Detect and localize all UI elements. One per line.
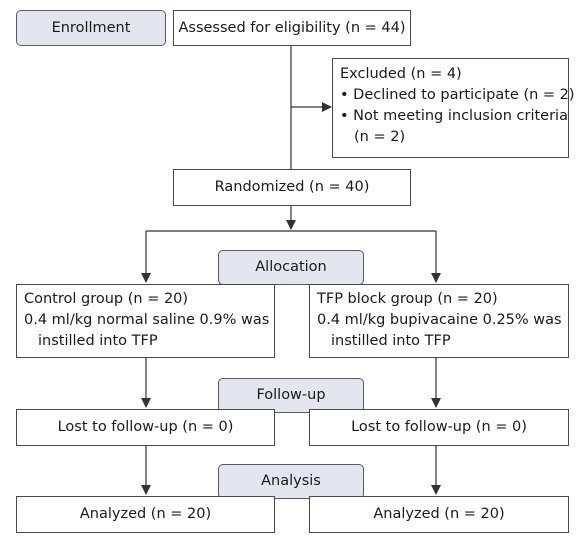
analyzed-left-box: Analyzed (n = 20) (16, 496, 275, 533)
phase-label-enrollment: Enrollment (16, 10, 166, 46)
tfp-group-intervention-cont: instilled into TFP (331, 333, 451, 349)
analyzed-left-text: Analyzed (n = 20) (79, 506, 212, 522)
excluded-reason-declined: • Declined to participate (n = 2) (340, 87, 575, 103)
followup-left-box: Lost to follow-up (n = 0) (16, 409, 275, 446)
tfp-group-title: TFP block group (n = 20) (317, 291, 498, 307)
excluded-reason-criteria: • Not meeting inclusion criteria (340, 108, 568, 124)
followup-right-text: Lost to follow-up (n = 0) (351, 419, 527, 435)
assessed-eligibility-text: Assessed for eligibility (n = 44) (178, 19, 406, 36)
followup-right-box: Lost to follow-up (n = 0) (309, 409, 569, 446)
phase-label-enrollment-text: Enrollment (51, 19, 131, 36)
phase-label-analysis: Analysis (218, 464, 364, 499)
phase-label-allocation-text: Allocation (255, 259, 327, 275)
tfp-group-intervention: 0.4 ml/kg bupivacaine 0.25% was (317, 312, 562, 328)
control-group-title: Control group (n = 20) (24, 291, 189, 307)
phase-label-analysis-text: Analysis (261, 473, 321, 489)
control-group-intervention: 0.4 ml/kg normal saline 0.9% was (24, 312, 270, 328)
excluded-title: Excluded (n = 4) (340, 66, 462, 82)
excluded-reason-criteria-count: (n = 2) (354, 129, 406, 145)
tfp-group-box: TFP block group (n = 20) 0.4 ml/kg bupiv… (309, 284, 569, 358)
phase-label-followup-text: Follow-up (256, 387, 326, 403)
analyzed-right-text: Analyzed (n = 20) (373, 506, 505, 522)
analyzed-right-box: Analyzed (n = 20) (309, 496, 569, 533)
excluded-box: Excluded (n = 4) • Declined to participa… (332, 58, 575, 158)
control-group-box: Control group (n = 20) 0.4 ml/kg normal … (16, 284, 275, 358)
phase-label-allocation: Allocation (218, 250, 364, 285)
assessed-eligibility-box: Assessed for eligibility (n = 44) (173, 10, 411, 46)
followup-left-text: Lost to follow-up (n = 0) (57, 419, 234, 435)
phase-label-followup: Follow-up (218, 378, 364, 413)
randomized-box: Randomized (n = 40) (173, 169, 411, 206)
randomized-text: Randomized (n = 40) (214, 179, 370, 195)
control-group-intervention-cont: instilled into TFP (38, 333, 158, 349)
